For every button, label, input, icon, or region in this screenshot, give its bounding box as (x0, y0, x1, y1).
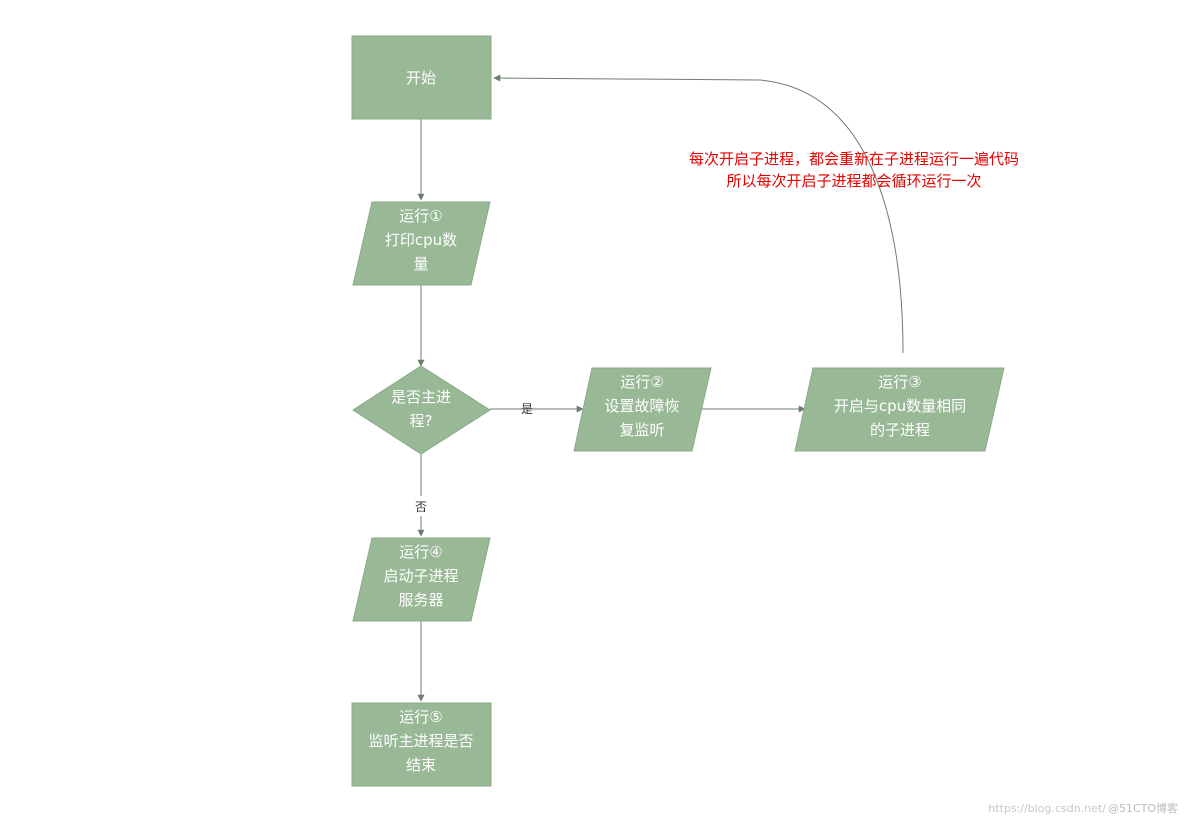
node-step5-shape (351, 702, 492, 787)
node-decision-label: 是否主进程? (391, 388, 451, 430)
node-step2: 运行② 设置故障恢复监听 (573, 367, 712, 452)
node-step5: 运行⑤ 监听主进程是否结束 (351, 702, 492, 787)
node-step4: 运行④ 启动子进程服务器 (352, 537, 491, 622)
loop-annotation-line: 每次开启子进程，都会重新在子进程运行一遍代码 (689, 150, 1019, 168)
node-step1-label: 运行① 打印cpu数量 (385, 207, 457, 273)
node-start-label: 开始 (406, 69, 436, 87)
node-step1-label-line: 量 (413, 255, 428, 273)
watermark: https://blog.csdn.net/@51CTO博客 (988, 800, 1178, 816)
node-step3: 运行③ 开启与cpu数量相同的子进程 (794, 367, 1005, 452)
node-step2-label-line: 运行② (620, 373, 663, 391)
node-step4-label-line: 服务器 (398, 591, 443, 609)
loop-annotation: 每次开启子进程，都会重新在子进程运行一遍代码所以每次开启子进程都会循环运行一次 (689, 150, 1019, 190)
node-step4-label-line: 运行④ (399, 543, 442, 561)
node-step3-label: 运行③ 开启与cpu数量相同的子进程 (834, 373, 966, 439)
node-step3-shape (794, 367, 1005, 452)
node-step3-label-line: 开启与cpu数量相同 (834, 397, 966, 415)
edge-label-no: 否 (415, 500, 427, 514)
node-start: 开始 (351, 35, 492, 120)
node-decision-label-line: 程? (410, 412, 433, 430)
node-step5-label: 运行⑤ 监听主进程是否结束 (368, 708, 473, 774)
node-decision-shape (352, 365, 491, 455)
node-step1-label-line: 运行① (399, 207, 442, 225)
node-step1-label-line: 打印cpu数 (385, 231, 457, 249)
node-step1-shape (352, 201, 491, 286)
node-step5-label-line: 运行⑤ (399, 708, 442, 726)
node-step2-label: 运行② 设置故障恢复监听 (604, 373, 679, 439)
node-step5-label-line: 结束 (406, 756, 436, 774)
node-step4-shape (352, 537, 491, 622)
node-step4-label-line: 启动子进程 (383, 567, 458, 585)
watermark-url: https://blog.csdn.net/ (988, 802, 1106, 815)
node-decision-label-line: 是否主进 (391, 388, 451, 406)
node-step2-label-line: 复监听 (619, 421, 664, 439)
edge-step3-loop-to-start (493, 74, 904, 354)
node-step2-shape (573, 367, 712, 452)
node-step3-label-line: 运行③ (878, 373, 921, 391)
node-start-label-line: 开始 (406, 69, 436, 87)
edge-label-yes: 是 (521, 402, 533, 416)
loop-annotation-line: 所以每次开启子进程都会循环运行一次 (726, 172, 981, 190)
node-step4-label: 运行④ 启动子进程服务器 (383, 543, 458, 609)
edges (417, 74, 904, 702)
node-step2-label-line: 设置故障恢 (604, 397, 679, 415)
node-step1: 运行① 打印cpu数量 (352, 201, 491, 286)
node-step5-label-line: 监听主进程是否 (368, 732, 473, 750)
node-start-shape (351, 35, 492, 120)
node-step3-label-line: 的子进程 (870, 421, 930, 439)
watermark-brand: @51CTO博客 (1107, 802, 1178, 815)
node-decision: 是否主进程? (352, 365, 491, 455)
